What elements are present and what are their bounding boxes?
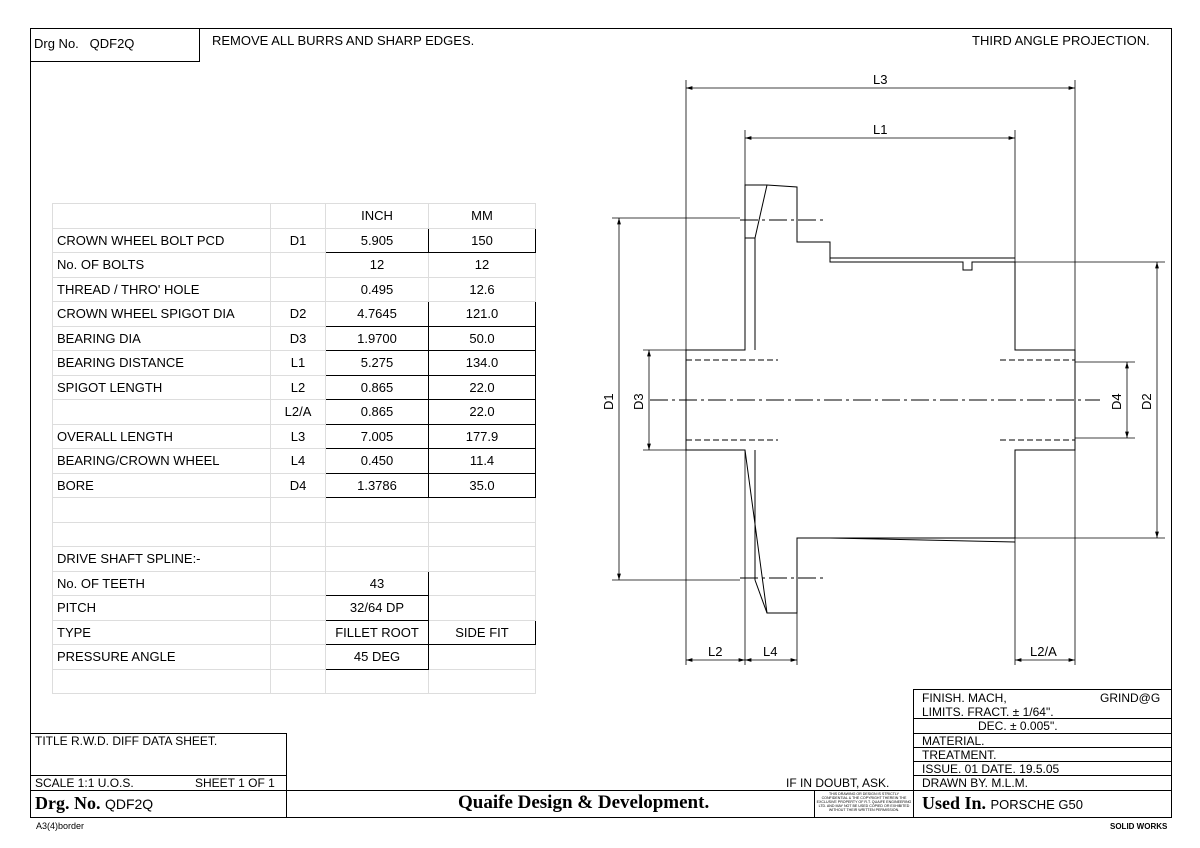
table-row-empty	[52, 521, 536, 547]
drawing-sheet-border	[30, 28, 1172, 818]
dim-D2-label: D2	[1139, 393, 1154, 410]
drg-no-bottom-value: QDF2Q	[104, 796, 154, 812]
drawn-by-text: DRAWN BY. M.L.M.	[922, 776, 1029, 790]
dim-L2-label: L2	[708, 644, 722, 659]
dim-D4-label: D4	[1109, 393, 1124, 410]
finish-text: FINISH. MACH,	[922, 691, 1007, 705]
col-mm: MM	[428, 203, 536, 229]
used-in: Used In. PORSCHE G50	[922, 793, 1083, 814]
titleblock-border	[913, 689, 1172, 690]
drg-no-label: Drg No.	[34, 36, 79, 51]
dec-text: DEC. ± 0.005".	[978, 719, 1058, 733]
scale-text: SCALE 1:1 U.O.S.	[35, 776, 134, 790]
used-in-label: Used In.	[922, 793, 987, 813]
grind-text: GRIND@G	[1100, 691, 1161, 705]
limits-text: LIMITS. FRACT. ± 1/64".	[922, 705, 1054, 719]
table-row-empty	[52, 668, 536, 694]
spline-heading-row: DRIVE SHAFT SPLINE:-	[52, 546, 536, 572]
used-in-value: PORSCHE G50	[990, 797, 1083, 812]
issue-date-text: ISSUE. 01 DATE. 19.5.05	[922, 762, 1060, 776]
software-label: SOLID WORKS	[1110, 822, 1168, 831]
dim-D1-label: D1	[601, 393, 616, 410]
part-outline	[685, 184, 1076, 614]
dim-L3-label: L3	[873, 72, 887, 87]
drg-no-bottom-label: Drg. No.	[35, 793, 101, 813]
sheet-text: SHEET 1 OF 1	[195, 776, 275, 790]
drg-no-value: QDF2Q	[89, 36, 135, 51]
drg-no-block: Drg. No. QDF2Q	[35, 793, 153, 814]
material-text: MATERIAL.	[922, 734, 985, 748]
dim-L1-label: L1	[873, 122, 887, 137]
company-name: Quaife Design & Development.	[458, 792, 710, 813]
dim-D3-label: D3	[631, 393, 646, 410]
table-row-empty	[52, 497, 536, 523]
dim-L2A-label: L2/A	[1030, 644, 1057, 659]
title-text: TITLE R.W.D. DIFF DATA SHEET.	[35, 734, 218, 748]
copyright-notice: THIS DRAWING OR DESIGN IS STRICTLY CONFI…	[816, 792, 912, 812]
dim-L4-label: L4	[763, 644, 777, 659]
treatment-text: TREATMENT.	[922, 748, 997, 762]
header-note: REMOVE ALL BURRS AND SHARP EDGES.	[212, 33, 475, 48]
header-projection: THIRD ANGLE PROJECTION.	[972, 33, 1150, 48]
titleblock-border	[913, 689, 914, 818]
border-label: A3(4)border	[36, 821, 85, 831]
if-in-doubt-text: IF IN DOUBT, ASK.	[786, 776, 890, 790]
header-drawing-number: Drg No. QDF2Q	[30, 28, 200, 62]
